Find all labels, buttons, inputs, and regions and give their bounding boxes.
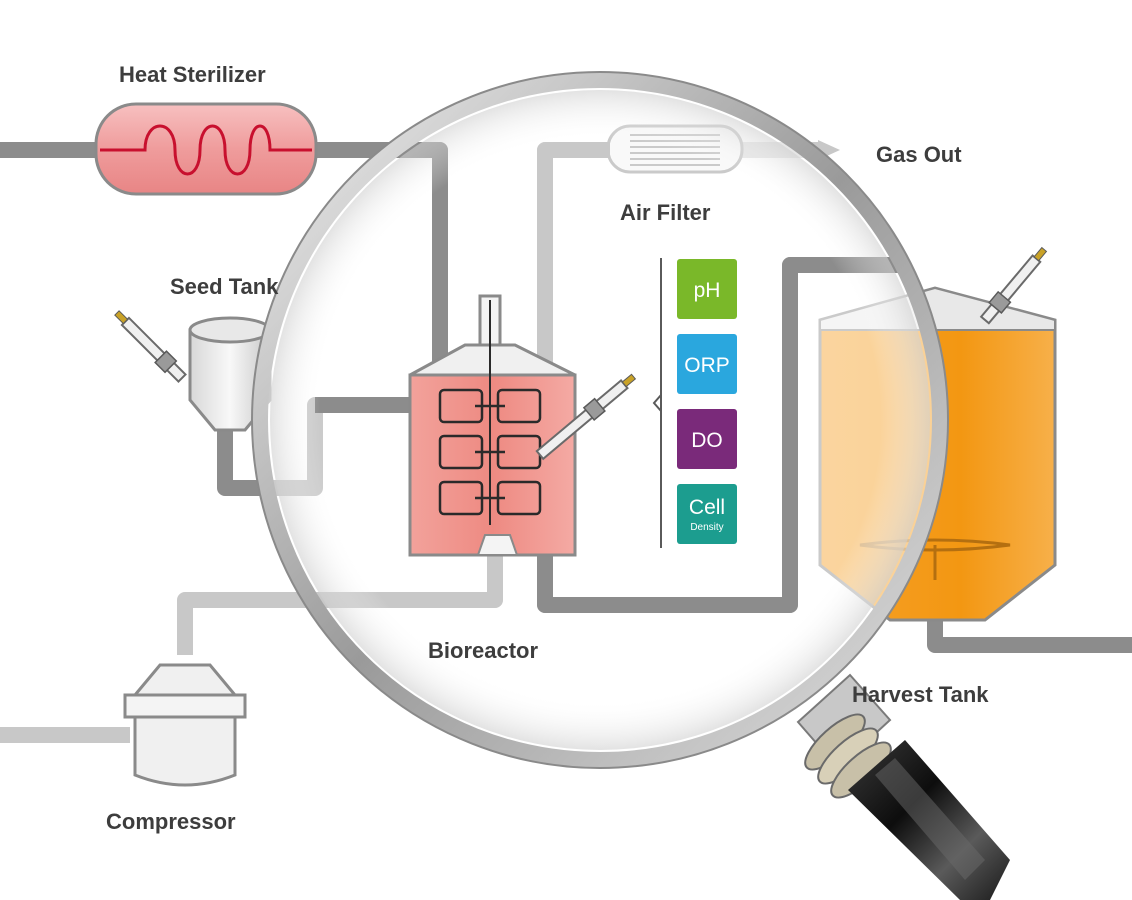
magnifier-handle [796,673,1010,900]
label-compressor: Compressor [106,809,236,834]
compressor [123,663,247,787]
heat-sterilizer [94,102,318,196]
label-gas-out: Gas Out [876,142,962,167]
label-heat-sterilizer: Heat Sterilizer [119,62,266,87]
label-bioreactor: Bioreactor [428,638,538,663]
harvest-tank-probe [979,246,1048,325]
seed-tank-probe [114,310,187,383]
label-air-filter: Air Filter [620,200,711,225]
label-harvest-tank: Harvest Tank [852,682,989,707]
sterilizer-coil [100,124,312,176]
magnifier-rim [252,72,948,768]
seed-tank [114,310,272,432]
label-seed-tank: Seed Tank [170,274,279,299]
